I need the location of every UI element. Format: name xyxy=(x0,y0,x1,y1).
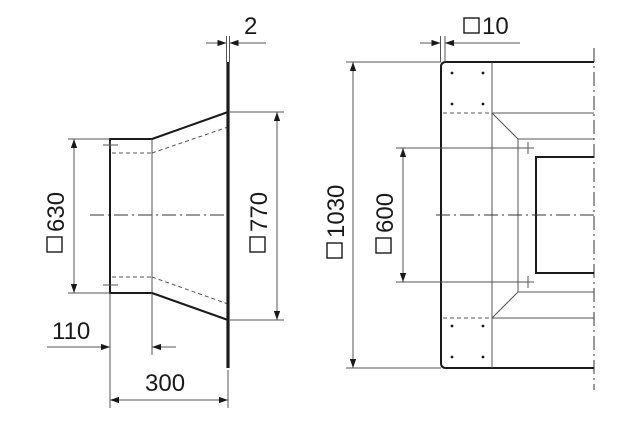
square-symbol-icon xyxy=(375,237,392,254)
side-view: 2 630 770 110 xyxy=(43,13,284,408)
dim-corner: 10 xyxy=(420,13,520,62)
dim-label-770: 770 xyxy=(246,192,273,232)
dim-flange-thickness: 2 xyxy=(206,13,266,62)
cone-top-edge xyxy=(151,111,229,140)
dim-label-1030: 1030 xyxy=(323,185,350,238)
bolt-hole xyxy=(481,355,485,359)
bolt-hole xyxy=(481,324,485,328)
bolt-hole xyxy=(481,71,485,75)
bolt-holes xyxy=(450,71,485,359)
bolt-hole xyxy=(450,324,454,328)
cone-hidden-top xyxy=(151,126,229,154)
cone-diagonal-bottom xyxy=(491,291,519,319)
square-symbol-icon xyxy=(463,17,480,34)
dim-flange-square: 1030 xyxy=(323,61,441,369)
dim-label-600: 600 xyxy=(372,193,399,233)
square-symbol-icon xyxy=(46,236,63,253)
bolt-hole xyxy=(450,355,454,359)
front-view: 10 1030 600 xyxy=(323,13,595,390)
bolt-hole xyxy=(481,102,485,106)
dim-label-110: 110 xyxy=(52,318,90,345)
bolt-hole xyxy=(450,71,454,75)
dim-label-300: 300 xyxy=(145,370,185,397)
bolt-hole xyxy=(450,102,454,106)
dim-label-10: 10 xyxy=(482,13,509,40)
cone-bottom-edge xyxy=(151,292,229,321)
dim-label-2: 2 xyxy=(244,13,257,40)
cone-diagonal-top xyxy=(491,112,519,140)
square-symbol-icon xyxy=(326,242,343,259)
dim-total-length: 300 xyxy=(110,370,229,408)
dim-inlet-length: 110 xyxy=(47,318,176,351)
square-symbol-icon xyxy=(249,236,266,253)
inlet-spigot-outline xyxy=(109,138,152,294)
dim-inlet-square: 630 xyxy=(43,138,110,294)
dim-opening-square: 600 xyxy=(372,147,534,283)
dim-label-630: 630 xyxy=(43,192,70,232)
cone-hidden-bottom xyxy=(151,276,229,305)
dim-outlet-square: 770 xyxy=(230,111,284,321)
